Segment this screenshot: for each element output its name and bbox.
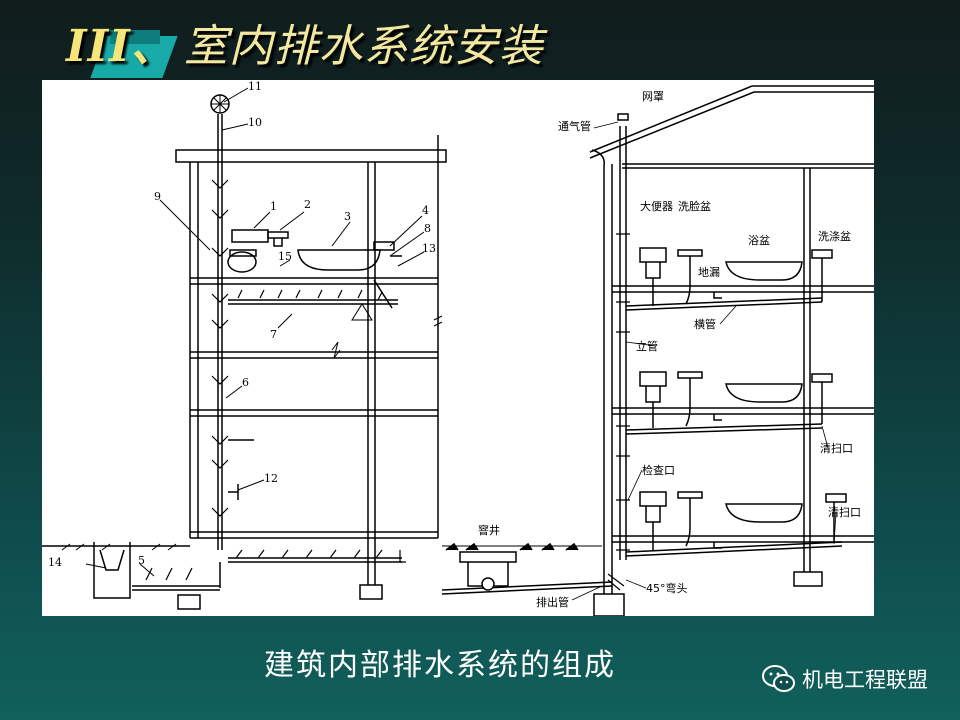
figure-caption: 建筑内部排水系统的组成 [264,648,616,683]
label-7: 7 [270,328,277,341]
right-piping [441,113,847,595]
label-toilet: 大便器 [640,199,673,213]
wechat-icon [762,665,795,692]
label-9: 9 [154,190,161,203]
label-4: 4 [422,204,429,217]
label-riser: 立管 [636,339,658,353]
brand-watermark: 机电工程联盟 [762,664,928,694]
label-cleanout-1: 清扫口 [820,442,853,455]
label-10: 10 [248,116,262,129]
title-decoration-bar [110,30,160,44]
label-5: 5 [138,554,145,567]
label-8: 8 [424,222,431,235]
right-building [442,85,874,616]
label-branch-pipe: 横管 [694,317,716,331]
label-washbasin: 洗脸盆 [678,199,711,213]
label-12: 12 [264,472,278,485]
right-leader-lines [571,121,837,601]
label-cleanout-2: 清扫口 [828,506,861,519]
label-floor-drain: 地漏 [698,266,720,279]
label-15: 15 [278,250,292,263]
label-11: 11 [248,80,262,93]
left-fixtures [93,229,406,599]
label-elbow: 45°弯头 [646,581,688,595]
label-13: 13 [422,242,436,255]
label-vent-cap: 网罩 [642,90,664,103]
label-vent-pipe: 通气管 [558,119,591,133]
drainage-diagram: 1 2 3 4 5 6 7 8 9 10 11 12 13 14 15 [42,80,874,616]
left-vent-stack [210,94,254,550]
label-1: 1 [270,200,277,213]
label-3: 3 [344,210,351,223]
left-building [42,135,447,610]
left-number-labels: 1 2 3 4 5 6 7 8 9 10 11 12 13 14 15 [48,80,436,577]
title-text: 室内排水系统安装 [183,21,544,72]
label-sink: 洗涤盆 [818,229,851,243]
right-labels: 网罩 通气管 大便器 洗脸盆 地漏 浴盆 洗涤盆 横管 立管 清扫口 清扫口 检… [478,90,861,609]
label-6: 6 [242,376,249,389]
title-number: III、 [66,21,176,72]
label-2: 2 [304,198,311,211]
brand-name: 机电工程联盟 [802,668,928,692]
label-bathtub: 浴盆 [748,233,770,247]
label-outlet-pipe: 排出管 [536,595,569,609]
label-inspection: 检查口 [642,463,675,477]
slide-title: III、 室内排水系统安装 [66,10,544,74]
label-14: 14 [48,556,62,569]
label-manhole: 窨井 [478,523,500,537]
